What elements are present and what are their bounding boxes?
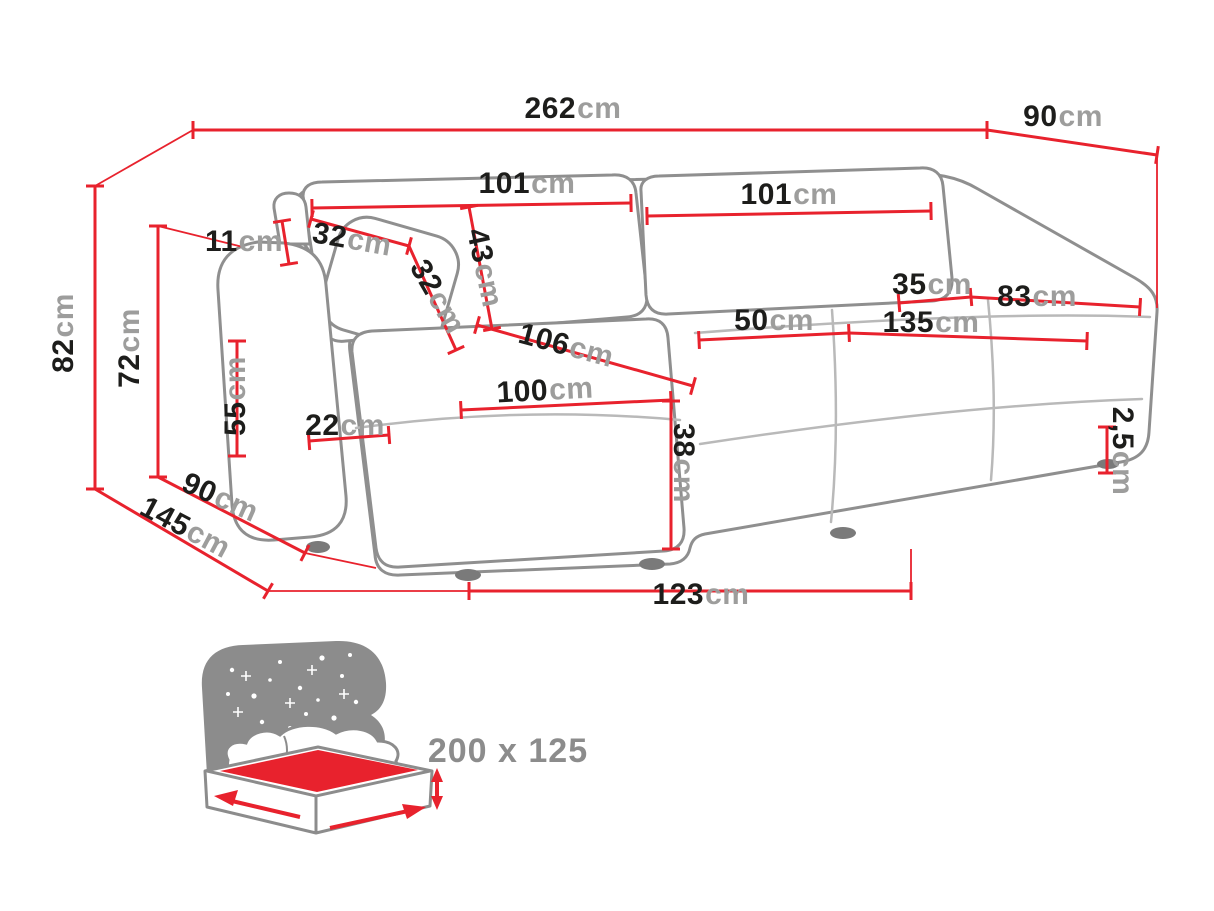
- sleeping-area-label: 200 x 125: [427, 732, 589, 770]
- dim-value: 50: [734, 304, 769, 337]
- dim-value: 11: [204, 225, 238, 258]
- chaise-cushion: [350, 317, 686, 569]
- dim-value: 262: [524, 92, 577, 125]
- dim-unit: cm: [667, 458, 700, 503]
- dim-unit: cm: [531, 167, 576, 200]
- dim-value: 55: [219, 401, 252, 436]
- dim-unit: cm: [793, 178, 838, 211]
- dim-unit: cm: [935, 306, 980, 339]
- dim-value: 101: [740, 178, 793, 211]
- dim-value: 38: [667, 423, 700, 458]
- dim-side-section-width: 83cm: [997, 282, 1077, 312]
- dim-value: 90: [1023, 100, 1058, 133]
- dim-unit: cm: [238, 225, 284, 258]
- dim-value: 100: [495, 373, 549, 410]
- dim-value: 22: [305, 409, 340, 442]
- dim-leg-height: 2,5cm: [1106, 406, 1139, 496]
- dim-seat-height: 38cm: [667, 423, 700, 503]
- dim-armrest-width: 22cm: [305, 411, 385, 441]
- construction-lines: [94, 129, 1158, 592]
- dim-unit: cm: [1032, 280, 1077, 313]
- star-crosses-icon: [233, 665, 349, 717]
- dim-armrest-height: 55cm: [219, 356, 252, 436]
- dim-unit: cm: [705, 578, 750, 611]
- sleeping-function-icon: [201, 640, 443, 835]
- dim-value: 72: [113, 353, 146, 388]
- dim-chaise-seat-width: 100cm: [495, 371, 595, 410]
- sofa-feet: [306, 459, 1119, 581]
- dim-unit: cm: [219, 356, 252, 401]
- mattress-top-red: [220, 750, 418, 792]
- dim-unit: cm: [340, 409, 385, 442]
- dim-armrest-top-width: 11cm: [205, 227, 283, 257]
- dim-total-width: 262cm: [525, 94, 622, 124]
- dim-chaise-front-width: 123cm: [653, 580, 750, 610]
- seat-seams: [693, 298, 1152, 524]
- dim-unit: cm: [1058, 100, 1103, 133]
- dim-value: 101: [478, 167, 531, 200]
- dim-seat-width: 135cm: [883, 308, 980, 338]
- dim-unit: cm: [927, 268, 972, 301]
- dim-back-ledge-depth: 35cm: [892, 270, 972, 300]
- dim-unit: cm: [47, 293, 80, 338]
- dim-total-height: 82cm: [47, 293, 80, 373]
- dim-backrest-right-width: 101cm: [741, 180, 838, 210]
- dim-value: 35: [892, 268, 927, 301]
- dim-unit: cm: [769, 304, 814, 337]
- dim-value: 32: [309, 216, 350, 255]
- dim-seat-depth: 50cm: [734, 306, 814, 336]
- unfold-arrows-icon: [214, 768, 443, 830]
- dim-backrest-left-width: 101cm: [479, 169, 576, 199]
- dim-unit: cm: [577, 92, 622, 125]
- dim-value: 135: [882, 306, 935, 339]
- armrest: [216, 240, 348, 542]
- dim-backrest-height: 72cm: [113, 308, 146, 388]
- dim-value: 82: [47, 338, 80, 373]
- dimension-lines: [86, 121, 1160, 600]
- dim-value: 2,5: [1106, 406, 1139, 450]
- dim-value: 83: [997, 280, 1032, 313]
- measure-lines: [86, 121, 1160, 600]
- dim-unit: cm: [113, 308, 146, 353]
- dim-unit: cm: [548, 371, 595, 407]
- dim-unit: cm: [1106, 450, 1139, 496]
- dim-total-depth-right: 90cm: [1023, 102, 1103, 132]
- dim-value: 123: [652, 578, 705, 611]
